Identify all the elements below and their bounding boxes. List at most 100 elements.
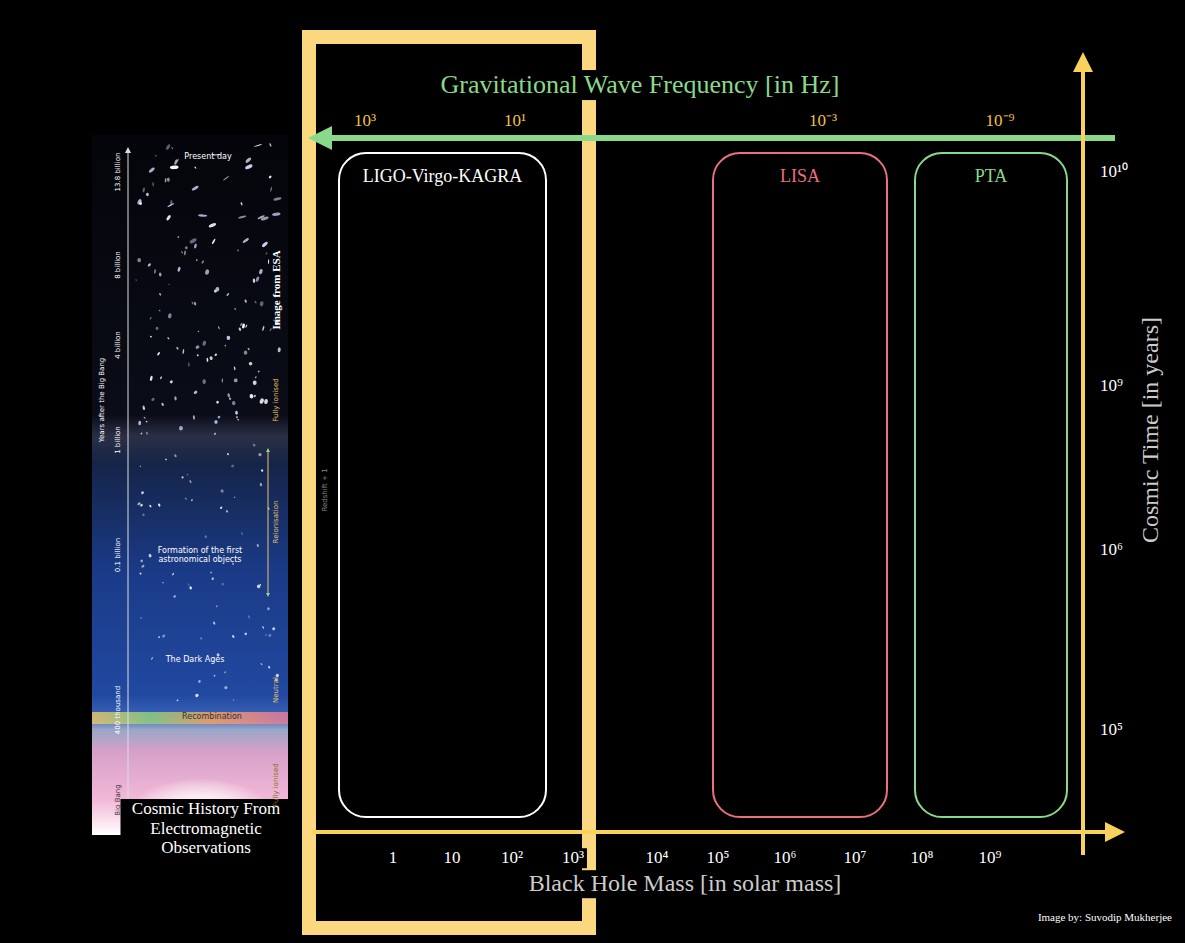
galaxy-dot — [253, 394, 256, 397]
galaxy-dot — [145, 431, 148, 435]
galaxy-dot — [247, 347, 250, 350]
galaxy-dot — [214, 432, 217, 435]
highlight-frame — [309, 37, 589, 928]
galaxy-dot — [165, 144, 171, 151]
galaxy-dot — [255, 276, 260, 282]
galaxy-dot — [162, 634, 166, 638]
galaxy-dot — [140, 432, 142, 435]
galaxy-dot — [255, 376, 257, 379]
galaxy-dot — [142, 187, 145, 192]
axis-title: Cosmic Time [in years] — [1137, 317, 1165, 543]
galaxy-dot — [176, 158, 179, 162]
galaxy-dot — [154, 269, 156, 274]
galaxy-dot — [245, 324, 248, 328]
galaxy-dot — [159, 272, 162, 276]
galaxy-dot — [224, 345, 226, 347]
galaxy-dot — [197, 330, 199, 332]
mass-tick: 10⁹ — [976, 848, 1005, 868]
galaxy-dot — [208, 222, 216, 228]
galaxy-dot — [143, 416, 146, 419]
galaxy-dot — [234, 366, 236, 370]
galaxy-dot — [184, 497, 187, 500]
galaxy-dot — [244, 632, 248, 636]
galaxy-dot — [240, 202, 243, 206]
image-annotation: The Dark Ages — [166, 655, 225, 664]
galaxy-dot — [204, 269, 209, 275]
galaxy-dot — [254, 300, 257, 304]
galaxy-dot — [200, 637, 203, 640]
time-tick: 10⁵ — [1100, 720, 1123, 740]
galaxy-dot — [269, 143, 272, 147]
galaxy-dot — [182, 349, 184, 354]
galaxy-dot — [140, 616, 142, 619]
frequency-tick: 10¹ — [504, 111, 526, 131]
galaxy-dot — [256, 584, 261, 589]
galaxy-dot — [227, 453, 230, 456]
time-tick: 10¹⁰ — [1100, 162, 1128, 182]
galaxy-dot — [142, 513, 145, 516]
galaxy-dot — [256, 544, 259, 548]
galaxy-dot — [204, 535, 208, 539]
galaxy-dot — [165, 178, 167, 183]
band-label: LIGO-Virgo-KAGRA — [354, 166, 531, 188]
image-annotation: Formation of the first astronomical obje… — [145, 546, 255, 564]
galaxy-dot — [181, 251, 183, 254]
image-annotation: 0.1 billion — [114, 538, 122, 572]
galaxy-dot — [138, 421, 141, 426]
galaxy-dot — [135, 279, 137, 281]
galaxy-dot — [226, 336, 230, 341]
galaxy-dot — [275, 673, 280, 677]
mass-tick: 1 — [386, 848, 401, 868]
galaxy-dot — [268, 175, 272, 179]
image-annotation: 1 billion — [114, 426, 122, 454]
galaxy-dot — [155, 326, 159, 330]
galaxy-dot — [139, 202, 143, 205]
galaxy-dot — [167, 337, 170, 340]
cosmic-history-image — [92, 135, 288, 846]
axis-title: Gravitational Wave Frequency [in Hz] — [438, 70, 843, 100]
galaxy-dot — [189, 480, 192, 484]
galaxy-dot — [196, 259, 198, 261]
image-caption: Cosmic History From Electromagnetic Obse… — [121, 799, 292, 858]
galaxy-dot — [150, 335, 152, 337]
detector-band: PTA — [914, 152, 1068, 818]
galaxy-dot — [225, 510, 228, 513]
galaxy-dot — [258, 370, 260, 372]
galaxy-dot — [234, 307, 237, 310]
galaxy-dot — [248, 615, 250, 619]
galaxy-dot — [253, 278, 256, 282]
galaxy-dot — [193, 301, 196, 305]
image-annotation: 13.8 billion — [114, 153, 122, 192]
image-annotation: Fully ionised — [272, 378, 280, 421]
galaxy-dot — [261, 241, 268, 248]
galaxy-dot — [213, 621, 216, 625]
galaxy-dot — [189, 586, 193, 590]
galaxy-dot — [209, 356, 213, 360]
galaxy-dot — [140, 559, 144, 563]
axis-title: Black Hole Mass [in solar mass] — [526, 870, 845, 898]
image-annotation: Years after the Big Bang — [98, 358, 106, 443]
galaxy-dot — [238, 327, 241, 331]
galaxy-dot — [177, 236, 180, 239]
image-annotation: Recombination — [182, 712, 242, 721]
galaxy-dot — [268, 665, 271, 669]
galaxy-dot — [242, 237, 249, 243]
galaxy-dot — [264, 399, 269, 405]
galaxy-dot — [188, 362, 189, 367]
galaxy-dot — [259, 301, 264, 307]
galaxy-dot — [158, 503, 161, 507]
galaxy-dot — [218, 326, 220, 329]
galaxy-dot — [219, 506, 222, 509]
galaxy-dot — [166, 214, 172, 221]
galaxy-dot — [167, 177, 171, 181]
galaxy-dot — [268, 259, 269, 264]
galaxy-dot — [171, 147, 173, 149]
galaxy-dot — [145, 421, 147, 423]
galaxy-dot — [198, 680, 202, 684]
galaxy-dot — [223, 176, 230, 181]
galaxy-dot — [147, 263, 151, 267]
image-annotation: 400 thousand — [114, 686, 122, 734]
galaxy-dot — [148, 167, 155, 174]
galaxy-dot — [198, 214, 207, 217]
galaxy-dot — [244, 350, 248, 355]
